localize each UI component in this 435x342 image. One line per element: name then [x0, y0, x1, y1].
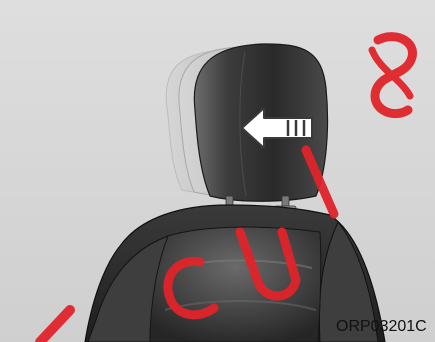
figure-code: ORP03201C: [336, 318, 427, 336]
